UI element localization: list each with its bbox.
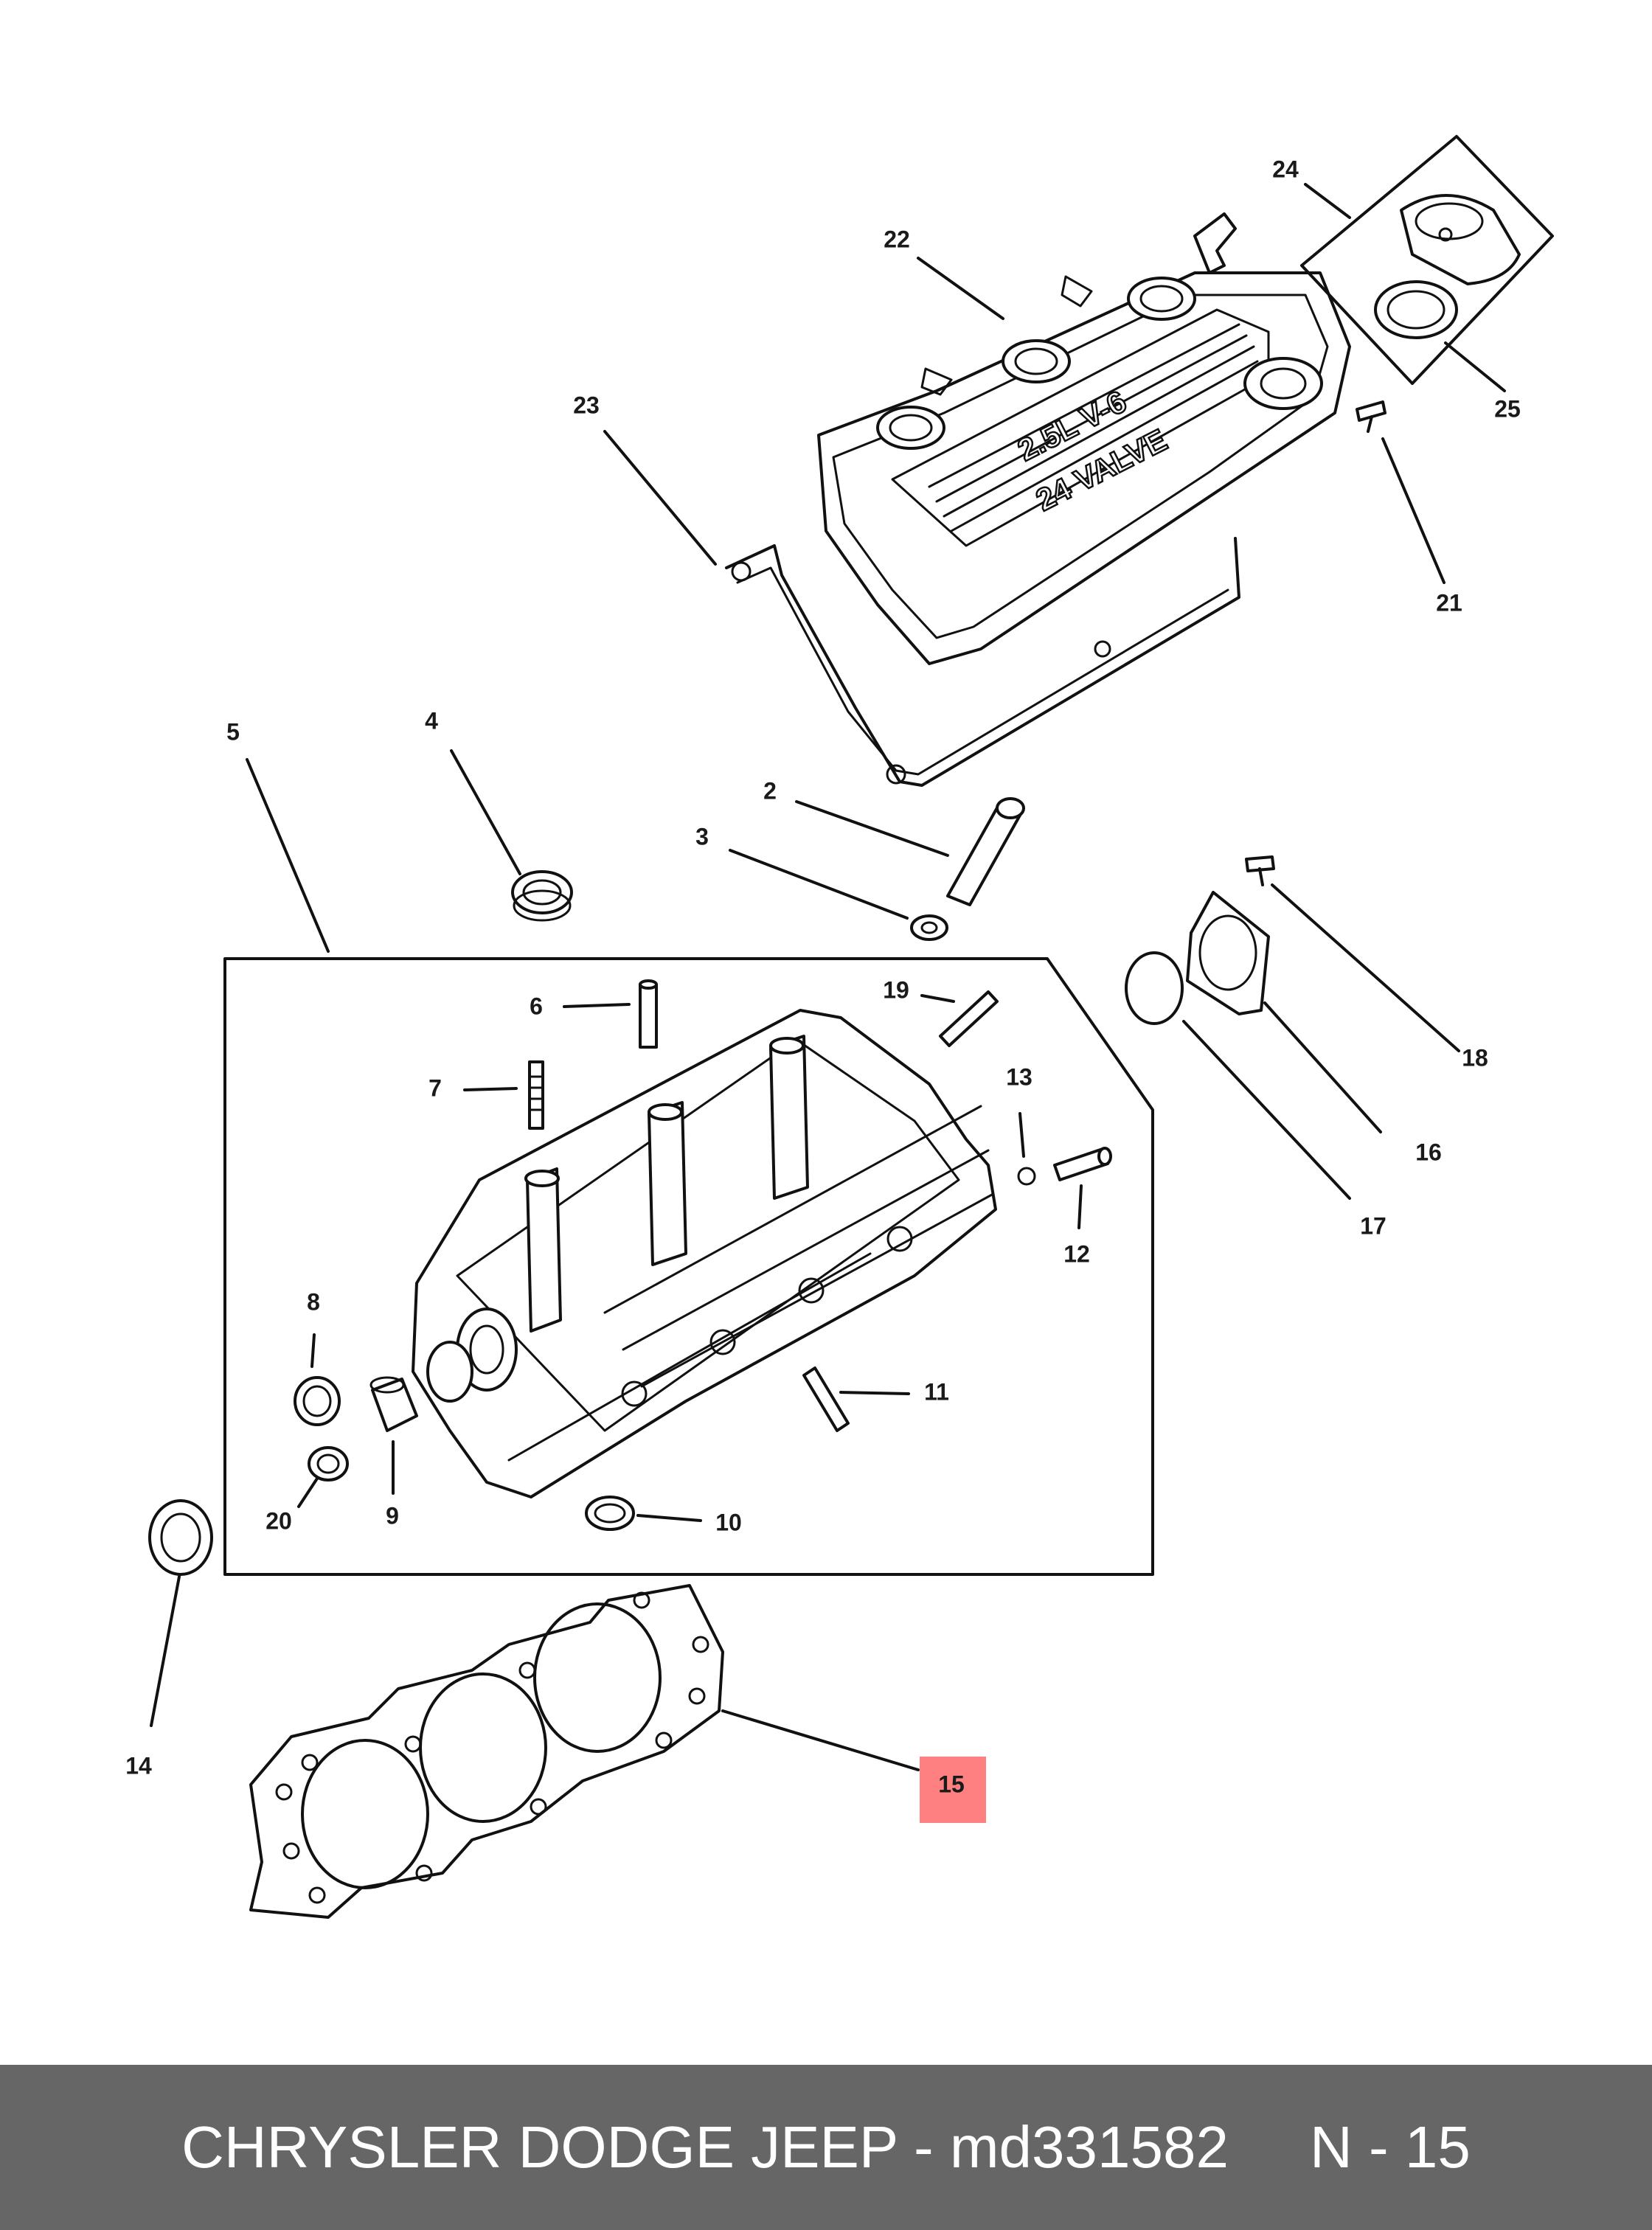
callout-4[interactable]: 4	[425, 707, 438, 734]
callout-15[interactable]: 15	[938, 1771, 965, 1797]
callout-15-highlight	[920, 1757, 986, 1823]
dowel-6	[639, 979, 658, 1049]
head-gasket	[249, 1584, 724, 1919]
callout-21[interactable]: 21	[1436, 589, 1462, 616]
leader-lines	[150, 183, 1506, 1771]
footer-bar: CHRYSLER DODGE JEEP - md331582 N - 15	[0, 2065, 1652, 2230]
callout-20[interactable]: 20	[266, 1507, 292, 1534]
callout-22[interactable]: 22	[884, 226, 910, 252]
seal-4	[511, 870, 573, 922]
housing-16	[1186, 891, 1270, 1015]
callout-7[interactable]: 7	[428, 1074, 442, 1101]
callout-18[interactable]: 18	[1462, 1044, 1488, 1071]
pin-12	[1053, 1147, 1112, 1181]
callout-6[interactable]: 6	[530, 993, 543, 1019]
callout-23[interactable]: 23	[573, 392, 600, 418]
callout-24[interactable]: 24	[1272, 156, 1299, 182]
clip-13	[1017, 1167, 1036, 1186]
callout-13[interactable]: 13	[1006, 1063, 1032, 1090]
callout-16[interactable]: 16	[1415, 1139, 1442, 1165]
callout-25[interactable]: 25	[1494, 395, 1521, 422]
stud-19	[939, 990, 999, 1047]
callout-9[interactable]: 9	[386, 1502, 399, 1529]
oring-17	[1125, 951, 1184, 1025]
bolt-18	[1245, 855, 1275, 886]
seal-10	[585, 1496, 635, 1531]
callout-5[interactable]: 5	[226, 718, 240, 745]
footer-page-label: N - 15	[1310, 2114, 1471, 2180]
footer-separator: -	[914, 2114, 934, 2180]
footer-caption: CHRYSLER DODGE JEEP - md331582 N - 15	[181, 2113, 1471, 2181]
valve-cover-gasket	[725, 537, 1240, 787]
footer-part-number: md331582	[949, 2114, 1229, 2180]
seal-9	[369, 1376, 418, 1432]
valve-cover: 2.5L V-6 24 VALVE	[817, 212, 1351, 665]
bolt-21	[1356, 400, 1386, 433]
callout-10[interactable]: 10	[715, 1509, 742, 1535]
callout-17[interactable]: 17	[1360, 1212, 1386, 1239]
cylinder-head	[412, 1009, 997, 1498]
stud-7	[528, 1060, 544, 1130]
washer-3	[910, 914, 948, 941]
callout-3[interactable]: 3	[695, 823, 709, 850]
callout-8[interactable]: 8	[307, 1288, 320, 1315]
bolt-2	[946, 797, 1025, 906]
oil-cap-box	[1300, 135, 1554, 385]
callout-12[interactable]: 12	[1063, 1240, 1090, 1267]
cylinder-head-box	[223, 957, 1154, 1576]
parts-diagram: 2.5L V-6 24 VALVE	[125, 135, 1554, 1919]
footer-brand: CHRYSLER DODGE JEEP	[181, 2114, 898, 2180]
callout-14[interactable]: 14	[125, 1752, 152, 1779]
callout-19[interactable]: 19	[883, 976, 909, 1003]
callout-labels: 22 23 24 25 21 5 4 2 3 6 7 19 13 12 11 8…	[125, 156, 1521, 1797]
seal-14	[148, 1499, 213, 1576]
plug-20	[308, 1446, 349, 1482]
callout-2[interactable]: 2	[763, 777, 777, 804]
callout-11[interactable]: 11	[924, 1378, 949, 1405]
stud-11	[802, 1366, 850, 1432]
seal-8	[294, 1376, 341, 1426]
